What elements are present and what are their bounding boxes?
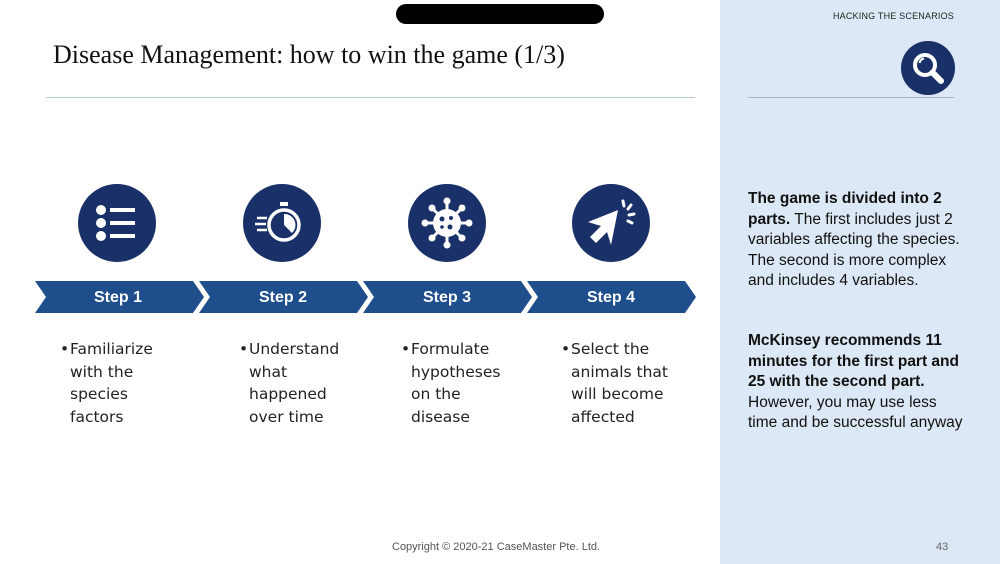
step-3-chevron <box>363 281 532 313</box>
game-structure-bold: The game is divided into 2 parts. <box>748 190 942 228</box>
step-4-chevron <box>527 281 696 313</box>
copyright-notice: Copyright © 2020-21 CaseMaster Pte. Ltd. <box>392 541 601 553</box>
step-4-line: affected <box>571 407 635 426</box>
time-recommendation-text: However, you may use less time and be su… <box>748 393 963 432</box>
step-2-label: Step 2 <box>258 289 307 306</box>
search-icon <box>901 41 955 95</box>
step-1-line: factors <box>70 407 124 426</box>
page-number: 43 <box>936 541 949 553</box>
step-2-line: happened <box>249 385 327 403</box>
step-2-chevron <box>199 281 368 313</box>
step-1-description: • Familiarize with the species factors <box>60 338 153 428</box>
step-1-label: Step 1 <box>93 289 142 306</box>
game-structure-note: The game is divided into 2 parts. The fi… <box>748 189 963 292</box>
step-3-description: • Formulate hypotheses on the disease <box>401 338 500 428</box>
cursor-click-icon <box>572 184 650 262</box>
step-4-line: will become <box>571 385 664 403</box>
bullet: • <box>561 340 571 358</box>
step-2-line: Understand <box>249 340 340 358</box>
step-2-description: • Understand what happened over time <box>239 338 339 428</box>
section-label: HACKING THE SCENARIOS <box>832 11 954 21</box>
time-recommendation-bold: McKinsey recommends 11 minutes for the f… <box>748 332 959 390</box>
step-3-line: hypotheses <box>411 362 501 381</box>
step-4-line: animals that <box>571 362 669 381</box>
game-structure-text: The first includes just 2 variables affe… <box>748 210 960 290</box>
list-icon <box>78 184 156 262</box>
step-3-label: Step 3 <box>422 289 471 306</box>
redaction-bar <box>396 4 604 24</box>
bullet: • <box>401 340 411 358</box>
stopwatch-icon <box>243 184 321 262</box>
page-title: Disease Management: how to win the game … <box>53 40 565 69</box>
side-panel <box>720 0 1000 564</box>
step-1-line: with the <box>70 362 134 381</box>
title-divider <box>46 97 695 98</box>
step-2-line: what <box>249 362 288 381</box>
bullet: • <box>60 340 70 358</box>
bullet: • <box>239 340 249 358</box>
virus-icon <box>408 184 486 262</box>
step-4-description: • Select the animals that will become af… <box>561 338 668 428</box>
step-1-line: species <box>70 385 128 403</box>
step-1-line: Familiarize <box>70 340 153 358</box>
step-4-line: Select the <box>571 340 650 358</box>
step-4-label: Step 4 <box>586 289 635 306</box>
time-recommendation-note: McKinsey recommends 11 minutes for the f… <box>748 331 963 434</box>
panel-divider <box>748 97 954 98</box>
step-3-line: on the <box>411 385 461 403</box>
step-3-line: Formulate <box>411 340 490 358</box>
step-1-chevron <box>35 281 204 313</box>
step-2-line: over time <box>249 407 324 426</box>
step-chevrons <box>35 281 696 313</box>
step-3-line: disease <box>411 407 470 426</box>
